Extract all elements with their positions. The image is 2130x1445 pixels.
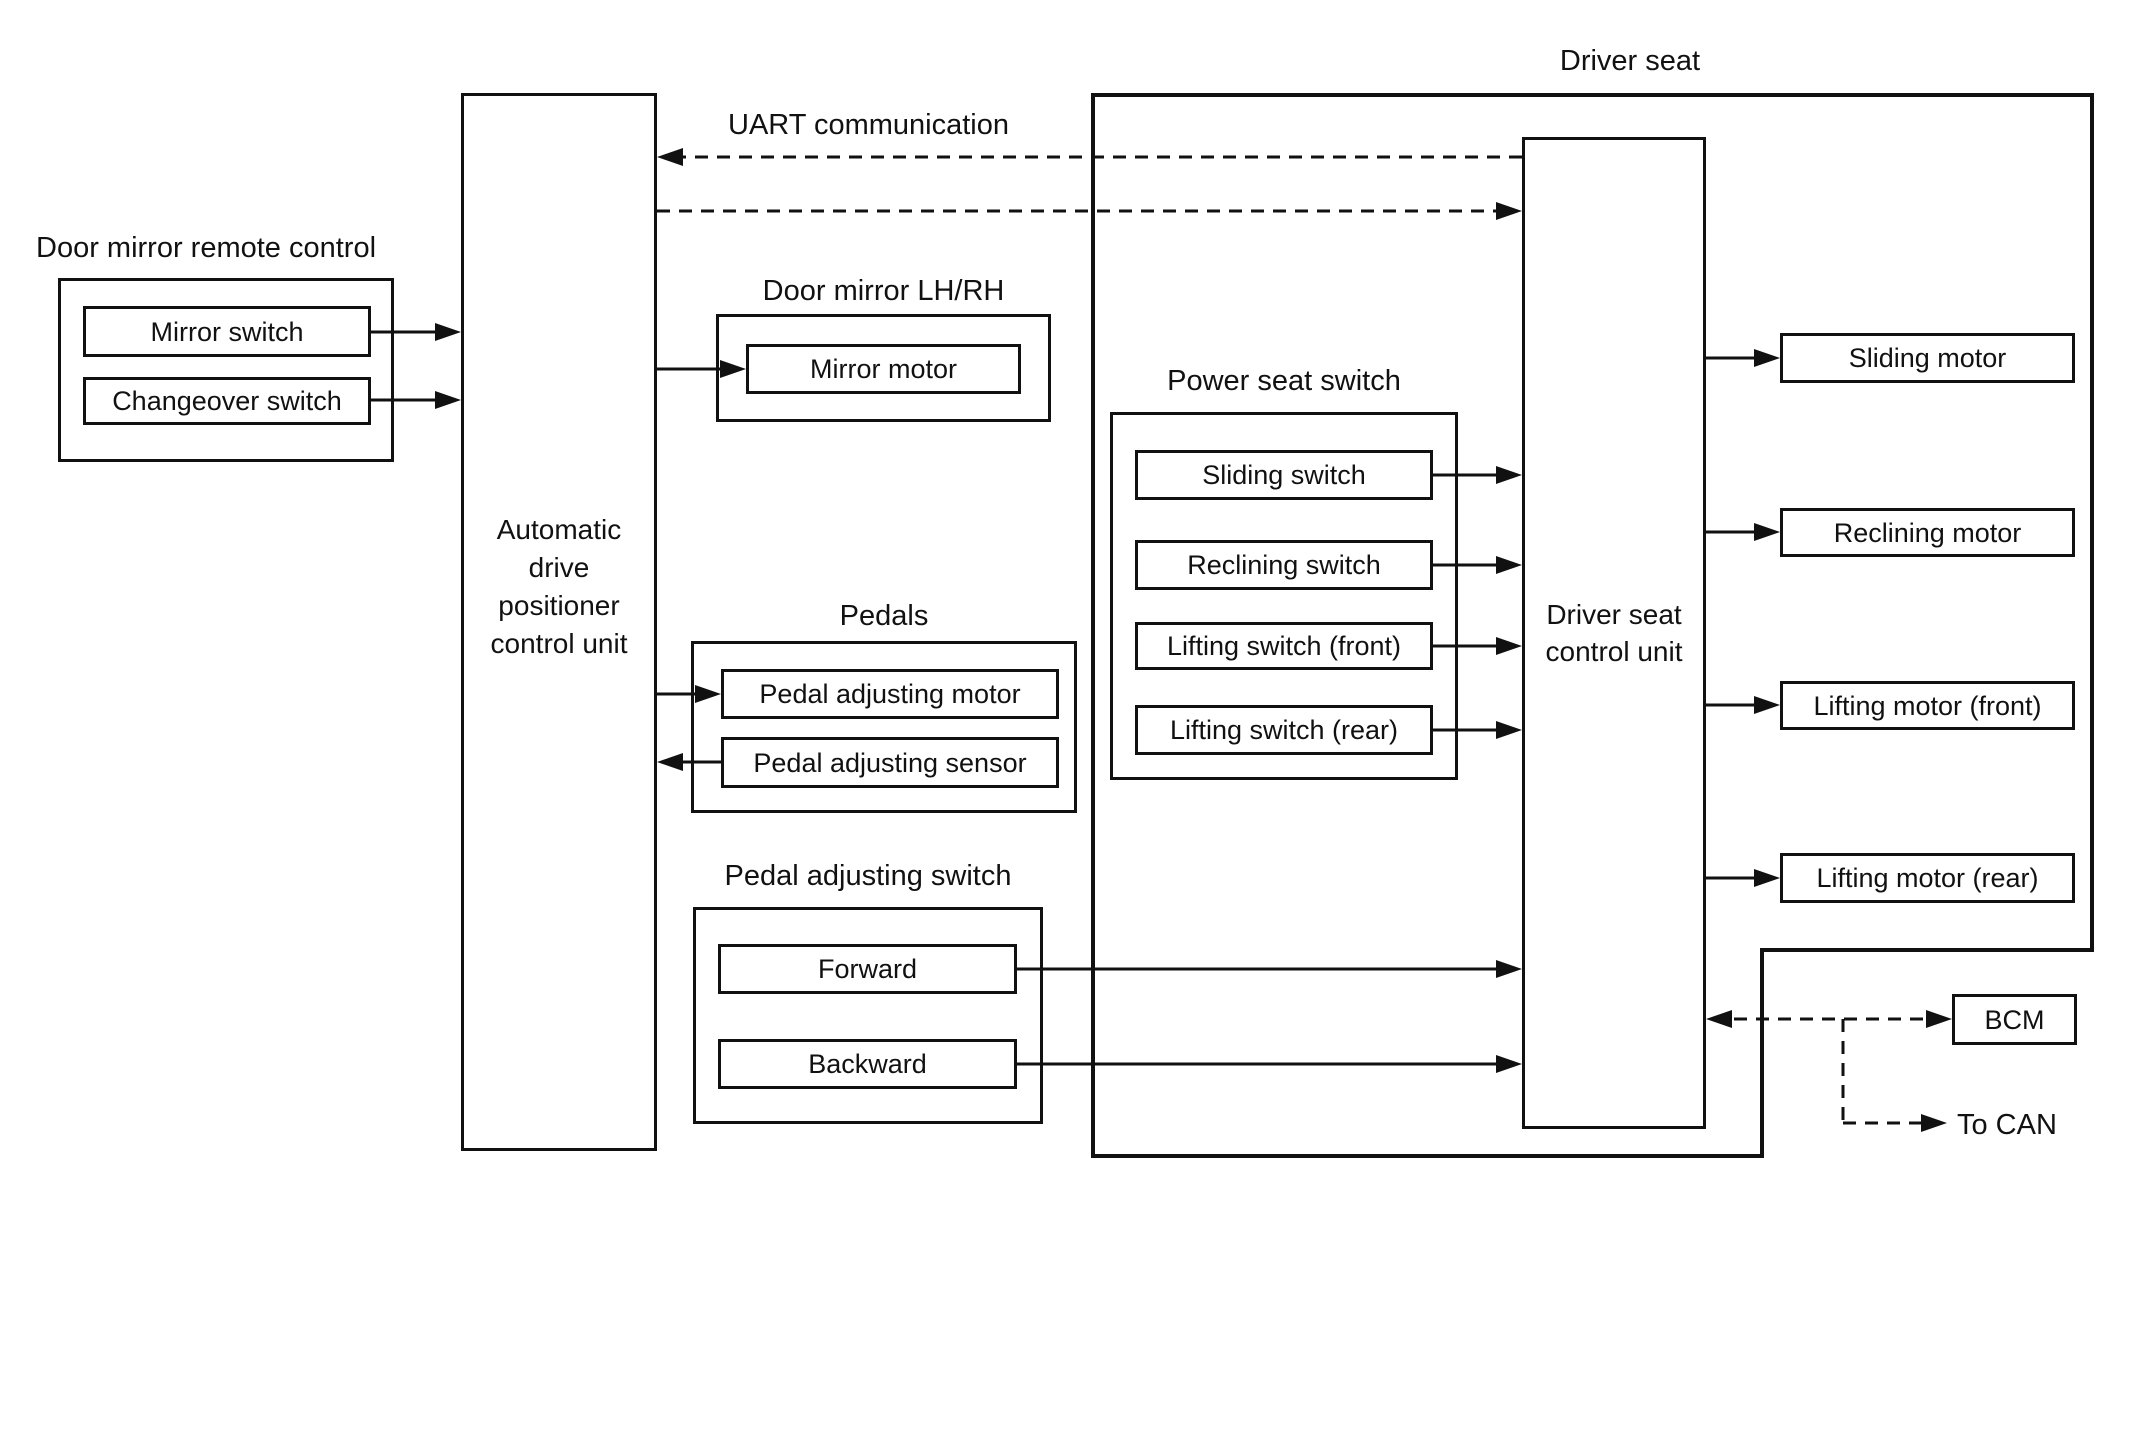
bcm-box: BCM bbox=[1952, 994, 2077, 1045]
pedal-adjusting-sensor-box: Pedal adjusting sensor bbox=[721, 737, 1059, 788]
lifting-motor-front-box: Lifting motor (front) bbox=[1780, 681, 2075, 730]
changeover-switch-box: Changeover switch bbox=[83, 377, 371, 425]
door-mirror-remote-control-label: Door mirror remote control bbox=[36, 232, 377, 264]
pedals-group bbox=[691, 641, 1077, 813]
driver-seat-control-unit-box: Driver seat control unit bbox=[1522, 137, 1706, 1129]
lifting-switch-front-box: Lifting switch (front) bbox=[1135, 622, 1433, 670]
pedal-adjusting-switch-group bbox=[693, 907, 1043, 1124]
sliding-switch-box: Sliding switch bbox=[1135, 450, 1433, 500]
reclining-switch-box: Reclining switch bbox=[1135, 540, 1433, 590]
forward-box: Forward bbox=[718, 944, 1017, 994]
uart-communication-label: UART communication bbox=[728, 109, 1009, 141]
door-mirror-remote-control-group bbox=[58, 278, 394, 462]
to-can-label: To CAN bbox=[1957, 1109, 2057, 1141]
pedals-label: Pedals bbox=[839, 600, 929, 632]
lifting-motor-rear-box: Lifting motor (rear) bbox=[1780, 853, 2075, 903]
pedal-adjusting-motor-box: Pedal adjusting motor bbox=[721, 669, 1059, 719]
driver-seat-label: Driver seat bbox=[1559, 45, 1701, 77]
power-seat-switch-label: Power seat switch bbox=[1167, 365, 1401, 397]
door-mirror-lhrh-label: Door mirror LH/RH bbox=[762, 275, 1005, 307]
reclining-motor-box: Reclining motor bbox=[1780, 508, 2075, 557]
lifting-switch-rear-box: Lifting switch (rear) bbox=[1135, 705, 1433, 755]
power-seat-switch-group bbox=[1110, 412, 1458, 780]
mirror-switch-box: Mirror switch bbox=[83, 306, 371, 357]
mirror-motor-box: Mirror motor bbox=[746, 344, 1021, 394]
door-mirror-lhrh-group bbox=[716, 314, 1051, 422]
sliding-motor-box: Sliding motor bbox=[1780, 333, 2075, 383]
backward-box: Backward bbox=[718, 1039, 1017, 1089]
driver-seat-enclosure-outline bbox=[1091, 93, 2094, 1158]
adp-control-unit-box: Automatic drive positioner control unit bbox=[461, 93, 657, 1151]
pedal-adjusting-switch-label: Pedal adjusting switch bbox=[724, 860, 1012, 892]
